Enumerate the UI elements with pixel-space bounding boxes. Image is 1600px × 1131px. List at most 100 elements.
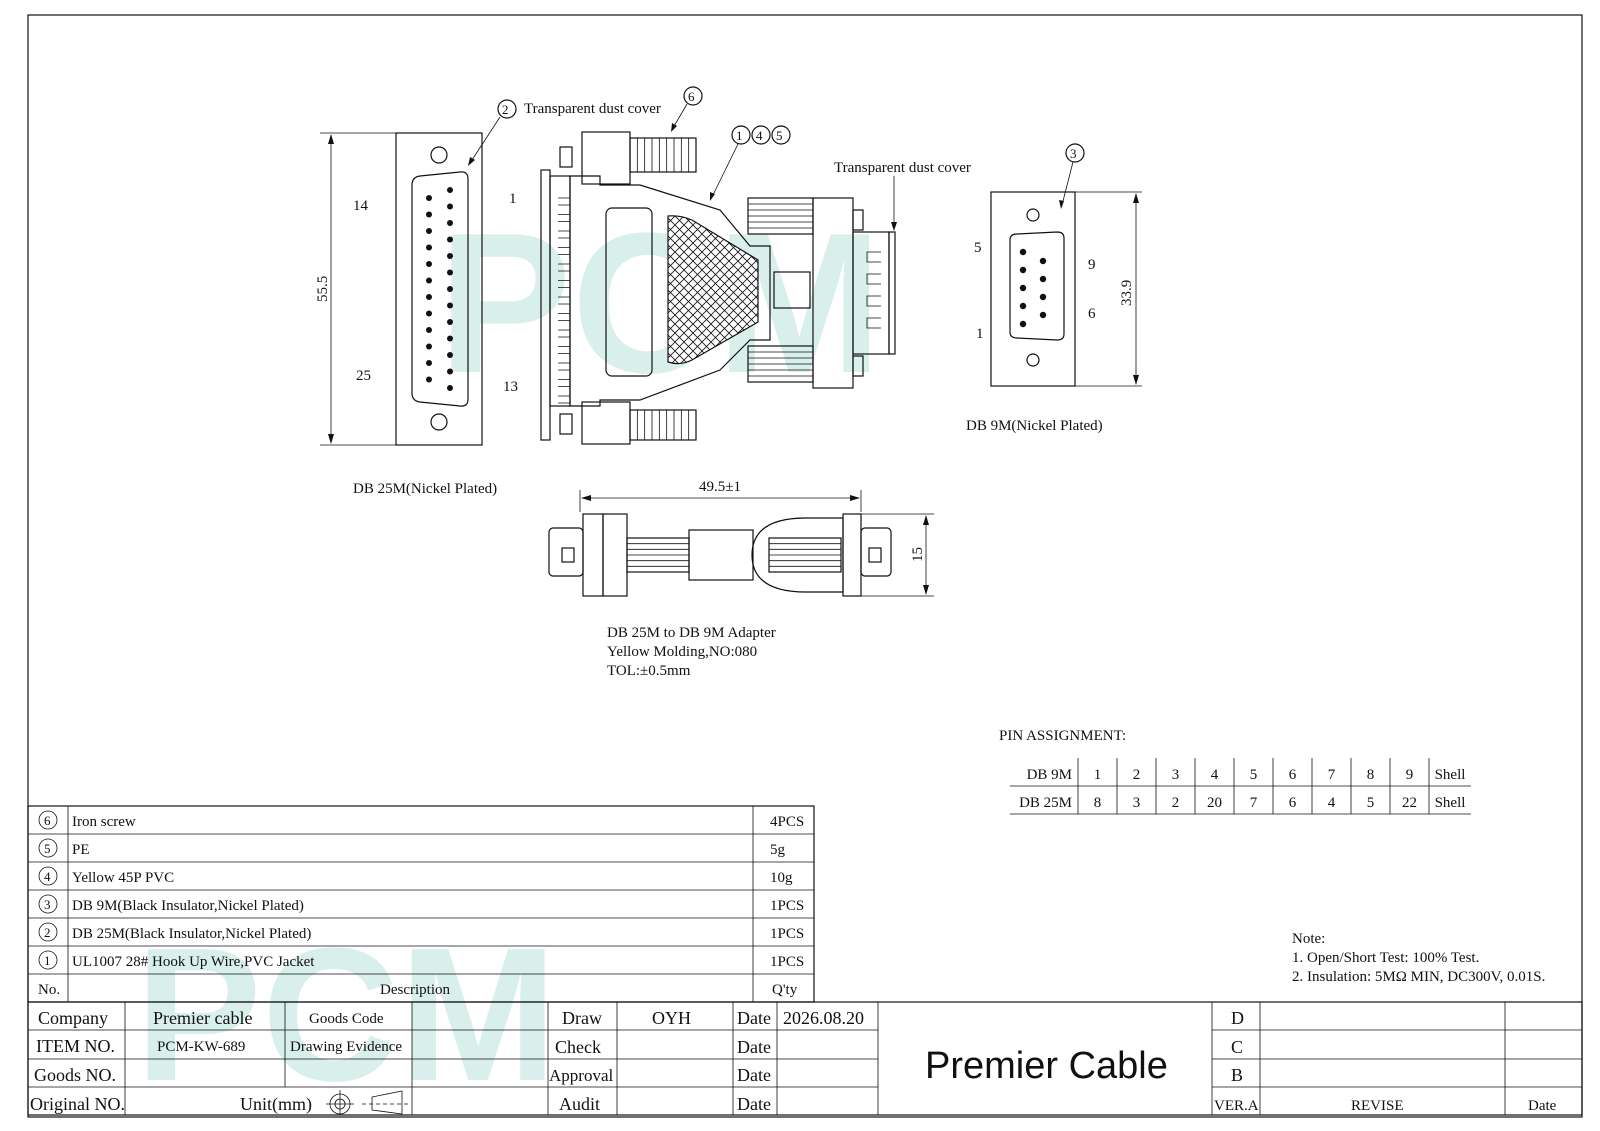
draw-value: OYH — [652, 1008, 691, 1028]
db25-pin — [447, 253, 453, 259]
bom-row-qty: 1PCS — [770, 898, 804, 914]
draw-label: Draw — [562, 1008, 602, 1028]
bom-header-description: Description — [380, 982, 450, 998]
callout-4-circle — [751, 125, 771, 145]
db9-pin-1-label: 1 — [976, 326, 984, 342]
notes-title: Note: — [1292, 931, 1325, 947]
db25-pin — [426, 343, 432, 350]
db25-pin — [426, 327, 432, 333]
bom-header-qty: Q'ty — [772, 982, 798, 998]
db9-caption: DB 9M(Nickel Plated) — [966, 418, 1103, 434]
pin-table-cell: 6 — [1289, 795, 1297, 811]
pin-table-cell: 4 — [1211, 767, 1219, 783]
pin-table-cell: 8 — [1094, 795, 1102, 811]
pin-table-cell: 5 — [1250, 767, 1258, 783]
bom-row-description: UL1007 28# Hook Up Wire,PVC Jacket — [72, 954, 315, 970]
bom-row-qty: 10g — [770, 870, 793, 886]
watermark-bottom: PCM — [135, 909, 557, 1121]
bom-row: 1 UL1007 28# Hook Up Wire,PVC Jacket 1PCS — [38, 950, 804, 970]
check-label: Check — [555, 1037, 601, 1057]
revision-d: D — [1231, 1008, 1244, 1028]
brand-title: Premier Cable — [925, 1045, 1168, 1087]
db9-dust-cover — [888, 231, 896, 355]
pin-table-cell: 2 — [1133, 767, 1141, 783]
db25-pin — [426, 294, 432, 300]
pin-table-cell: 6 — [1289, 767, 1297, 783]
db25-pin-25-label: 25 — [356, 368, 371, 384]
db25-pin — [426, 310, 432, 317]
db9-pin — [1039, 311, 1047, 319]
bom-row-number: 1 — [44, 953, 51, 968]
pin-table-row-name: DB 9M — [1027, 767, 1072, 783]
db9-pin — [1039, 293, 1047, 301]
db25-pin-14-label: 14 — [353, 198, 369, 214]
db25-pin — [447, 335, 453, 342]
item-no-value: PCM-KW-689 — [157, 1039, 245, 1055]
callout-3-circle — [1065, 143, 1085, 163]
db25-pin-13-label: 13 — [503, 379, 518, 395]
db9-pin — [1019, 266, 1027, 274]
bom-row-qty: 1PCS — [770, 926, 804, 942]
pin-table-cell: 2 — [1172, 795, 1180, 811]
approval-label: Approval — [549, 1066, 613, 1085]
bom-row-qty: 1PCS — [770, 954, 804, 970]
db9-pin — [1039, 275, 1047, 283]
company-value: Premier cable — [153, 1008, 252, 1028]
adapter-caption-line-3: TOL:±0.5mm — [607, 663, 691, 679]
callout-2-label: 2 — [502, 102, 509, 117]
db25-pin — [447, 187, 453, 193]
revision-b: B — [1231, 1065, 1243, 1085]
notes-line-1: 1. Open/Short Test: 100% Test. — [1292, 950, 1479, 966]
db9-pin — [1019, 284, 1027, 292]
projection-symbol-icon — [326, 1090, 410, 1115]
check-date-label: Date — [737, 1037, 771, 1057]
pin-table-cell: 9 — [1406, 767, 1414, 783]
db25-pin — [447, 236, 453, 243]
callout-4-label: 4 — [756, 128, 763, 143]
notes: Note: 1. Open/Short Test: 100% Test. 2. … — [1292, 931, 1545, 985]
bom-row-number: 2 — [44, 925, 51, 940]
db9-pins — [1019, 248, 1047, 328]
db25-pin — [426, 376, 432, 383]
db25-pins — [426, 187, 453, 391]
pin-table-cell: 3 — [1172, 767, 1180, 783]
callout-6-circle — [683, 86, 703, 106]
db25-pin — [426, 277, 432, 284]
pin-table-cell: 8 — [1367, 767, 1375, 783]
db25-pin — [426, 360, 432, 366]
audit-label: Audit — [559, 1094, 600, 1114]
db9-pin — [1019, 248, 1027, 256]
pin-table-cell: 3 — [1133, 795, 1141, 811]
draw-date-label: Date — [737, 1008, 771, 1028]
db9-front-view: 5 1 9 6 33.9 3 DB 9M(Nickel Plated) — [966, 143, 1142, 434]
callout-6-label: 6 — [688, 89, 695, 104]
screw-knurl-bottom — [629, 409, 697, 441]
bom-row-qty: 4PCS — [770, 814, 804, 830]
db25-mount-hole-top — [430, 146, 448, 164]
bom-row-number: 3 — [44, 897, 51, 912]
adapter-molding-crosshatch — [667, 215, 759, 365]
adapter-length-value: 49.5±1 — [699, 479, 741, 495]
callout-2-circle — [497, 99, 517, 119]
bom-row-qty: 5g — [770, 842, 786, 858]
db25-pin — [426, 195, 432, 201]
db9-pin — [1019, 320, 1027, 328]
unit-label: Unit(mm) — [240, 1094, 312, 1115]
pin-table-row-name: DB 25M — [1019, 795, 1072, 811]
db25-flange — [395, 132, 483, 446]
adapter-body-outline — [569, 175, 771, 407]
db9-shell — [1009, 231, 1065, 341]
adapter-window — [605, 207, 653, 377]
callout-1-label: 1 — [736, 128, 743, 143]
draw-date-value: 2026.08.20 — [783, 1008, 864, 1028]
pin-table-cell: Shell — [1435, 767, 1466, 783]
drawing-frame — [27, 14, 1583, 1118]
audit-date-label: Date — [737, 1094, 771, 1114]
pin-table-cell: 20 — [1207, 795, 1222, 811]
callout-3-label: 3 — [1070, 146, 1077, 161]
